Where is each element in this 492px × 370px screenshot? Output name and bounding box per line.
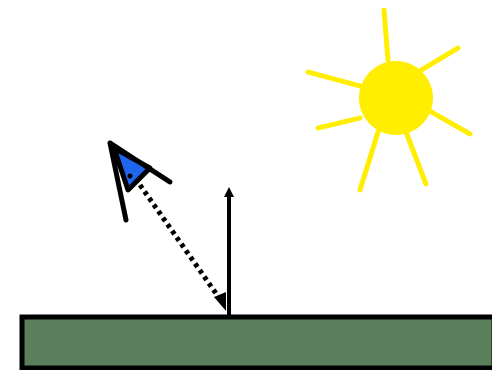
viewer-eye-icon	[107, 140, 173, 223]
sun-disc	[359, 61, 433, 135]
sun-icon	[305, 7, 473, 193]
eye-lid-top	[107, 140, 173, 185]
eye-lid-left	[107, 140, 129, 223]
eye-dot	[127, 173, 133, 179]
view-direction-dotted-arrow	[137, 183, 225, 304]
view-direction-arrowhead	[214, 292, 226, 311]
sun-rays	[305, 7, 473, 193]
ground-surface	[19, 314, 492, 370]
